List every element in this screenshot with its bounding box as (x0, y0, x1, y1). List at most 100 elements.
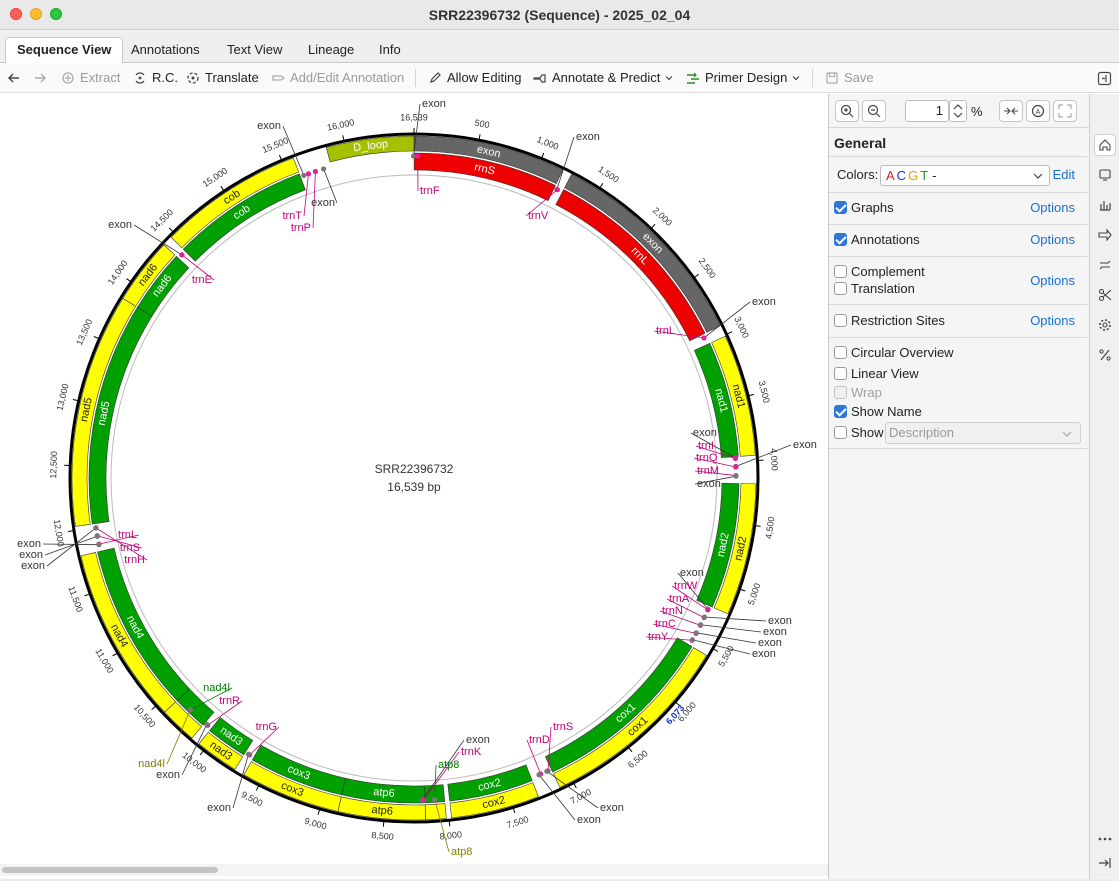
more-options-button[interactable] (1094, 828, 1116, 850)
zoom-input[interactable]: 1 (905, 100, 949, 122)
callout-label-trnP: trnP (291, 222, 311, 234)
display-settings-tab[interactable] (1094, 164, 1116, 186)
minimize-window-button[interactable] (30, 8, 42, 20)
tick-label: 10,000 (180, 750, 208, 775)
restriction-options-link[interactable]: Options (1030, 311, 1075, 331)
translation-options-link[interactable]: Options (1030, 271, 1075, 291)
tick-label: 10,500 (132, 702, 158, 729)
restriction-sites-checkbox[interactable] (834, 314, 847, 327)
tick-mark (727, 332, 732, 334)
extract-label: Extract (80, 63, 120, 93)
graphs-checkbox[interactable] (834, 201, 847, 214)
close-window-button[interactable] (10, 8, 22, 20)
linear-view-checkbox[interactable] (834, 367, 847, 380)
callout-label-trnC: trnC (655, 618, 676, 630)
tick-mark (513, 808, 514, 813)
tick-label: 2,500 (697, 256, 718, 280)
graphs-settings-tab[interactable] (1094, 194, 1116, 216)
tick-mark (221, 186, 224, 190)
toggle-panel-button[interactable] (1097, 63, 1112, 93)
feature-marker (306, 171, 311, 176)
forward-button[interactable] (33, 63, 47, 93)
advanced-settings-tab[interactable] (1094, 314, 1116, 336)
annotation-settings-tab[interactable] (1094, 224, 1116, 246)
callout-label-exon: exon (697, 478, 721, 490)
translation-arrows-icon (1098, 258, 1112, 272)
add-edit-annotation-button[interactable]: Add/Edit Annotation (271, 63, 404, 93)
statistics-tab[interactable] (1094, 344, 1116, 366)
tab-info[interactable]: Info (367, 37, 413, 63)
restriction-row: Restriction Sites Options (829, 311, 1087, 331)
description-select[interactable]: Description (885, 422, 1081, 444)
annotations-options-link[interactable]: Options (1030, 230, 1075, 250)
tab-text-view[interactable]: Text View (215, 37, 294, 63)
scrollbar-thumb[interactable] (2, 867, 218, 873)
horizontal-scrollbar[interactable] (0, 864, 828, 876)
extract-button[interactable]: Extract (61, 63, 120, 93)
tick-mark (318, 810, 319, 815)
graphs-options-link[interactable]: Options (1030, 198, 1075, 218)
zoom-in-button[interactable] (835, 100, 859, 122)
tick-mark (68, 531, 73, 532)
rc-button[interactable]: R.C. (133, 63, 178, 93)
restriction-settings-tab[interactable] (1094, 284, 1116, 306)
annotations-checkbox[interactable] (834, 233, 847, 246)
inner-backbone (111, 175, 717, 781)
tick-mark (200, 751, 203, 755)
tick-label: 9,500 (240, 789, 265, 808)
save-label: Save (844, 63, 874, 93)
circular-sequence-map[interactable]: 5001,0001,5002,0002,5003,0003,5004,0004,… (0, 94, 828, 876)
show-checkbox[interactable] (834, 426, 847, 439)
save-button[interactable]: Save (825, 63, 874, 93)
feature-marker (536, 772, 541, 777)
expand-icon (1058, 104, 1072, 118)
tick-label: 500 (474, 118, 491, 131)
callout-label-trnQ: trnQ (696, 452, 718, 464)
zoom-window-button[interactable] (50, 8, 62, 20)
panel-header: General (829, 129, 1087, 157)
tick-mark (695, 274, 699, 277)
circular-overview-checkbox[interactable] (834, 346, 847, 359)
tick-label: 11,500 (66, 585, 84, 614)
feature-marker (95, 534, 100, 539)
wrap-checkbox[interactable] (834, 386, 847, 399)
translate-button[interactable]: Translate (186, 63, 259, 93)
fullscreen-button[interactable] (1053, 100, 1077, 122)
tab-lineage[interactable]: Lineage (296, 37, 366, 63)
primer-design-button[interactable]: Primer Design (686, 63, 800, 93)
divider (829, 224, 1087, 225)
allow-editing-button[interactable]: Allow Editing (428, 63, 521, 93)
annotation-icon (271, 71, 285, 85)
fit-width-button[interactable] (999, 100, 1023, 122)
tab-sequence-view[interactable]: Sequence View (5, 37, 123, 64)
callout-label-nad4l: nad4l (203, 682, 230, 694)
svg-text:A: A (1036, 109, 1041, 116)
feature-marker (432, 797, 437, 802)
tick-mark (629, 748, 632, 752)
annotate-predict-button[interactable]: Annotate & Predict (533, 63, 673, 93)
tick-label: 6,500 (626, 748, 650, 770)
feature-marker (733, 474, 738, 479)
show-name-checkbox[interactable] (834, 405, 847, 418)
tick-label: 5,000 (746, 582, 763, 607)
callout-label-exon: exon (156, 769, 180, 781)
feature-label-cox2: cox2 (481, 794, 506, 811)
collapse-panel-button[interactable] (1094, 852, 1116, 874)
callout-label-atp8: atp8 (451, 846, 472, 858)
zoom-out-button[interactable] (862, 100, 886, 122)
tick-label: 1,000 (535, 134, 560, 152)
colors-edit-link[interactable]: Edit (1053, 165, 1075, 185)
wrap-label: Wrap (851, 383, 882, 403)
show-name-label: Show Name (851, 402, 922, 422)
tab-annotations[interactable]: Annotations (119, 37, 212, 63)
divider (829, 304, 1087, 305)
pencil-icon (428, 71, 442, 85)
tick-mark (741, 589, 746, 591)
translation-settings-tab[interactable] (1094, 254, 1116, 276)
general-settings-tab[interactable] (1094, 134, 1116, 156)
zoom-to-selection-button[interactable]: A (1026, 100, 1050, 122)
back-button[interactable] (7, 63, 21, 93)
zoom-stepper[interactable] (949, 100, 967, 122)
